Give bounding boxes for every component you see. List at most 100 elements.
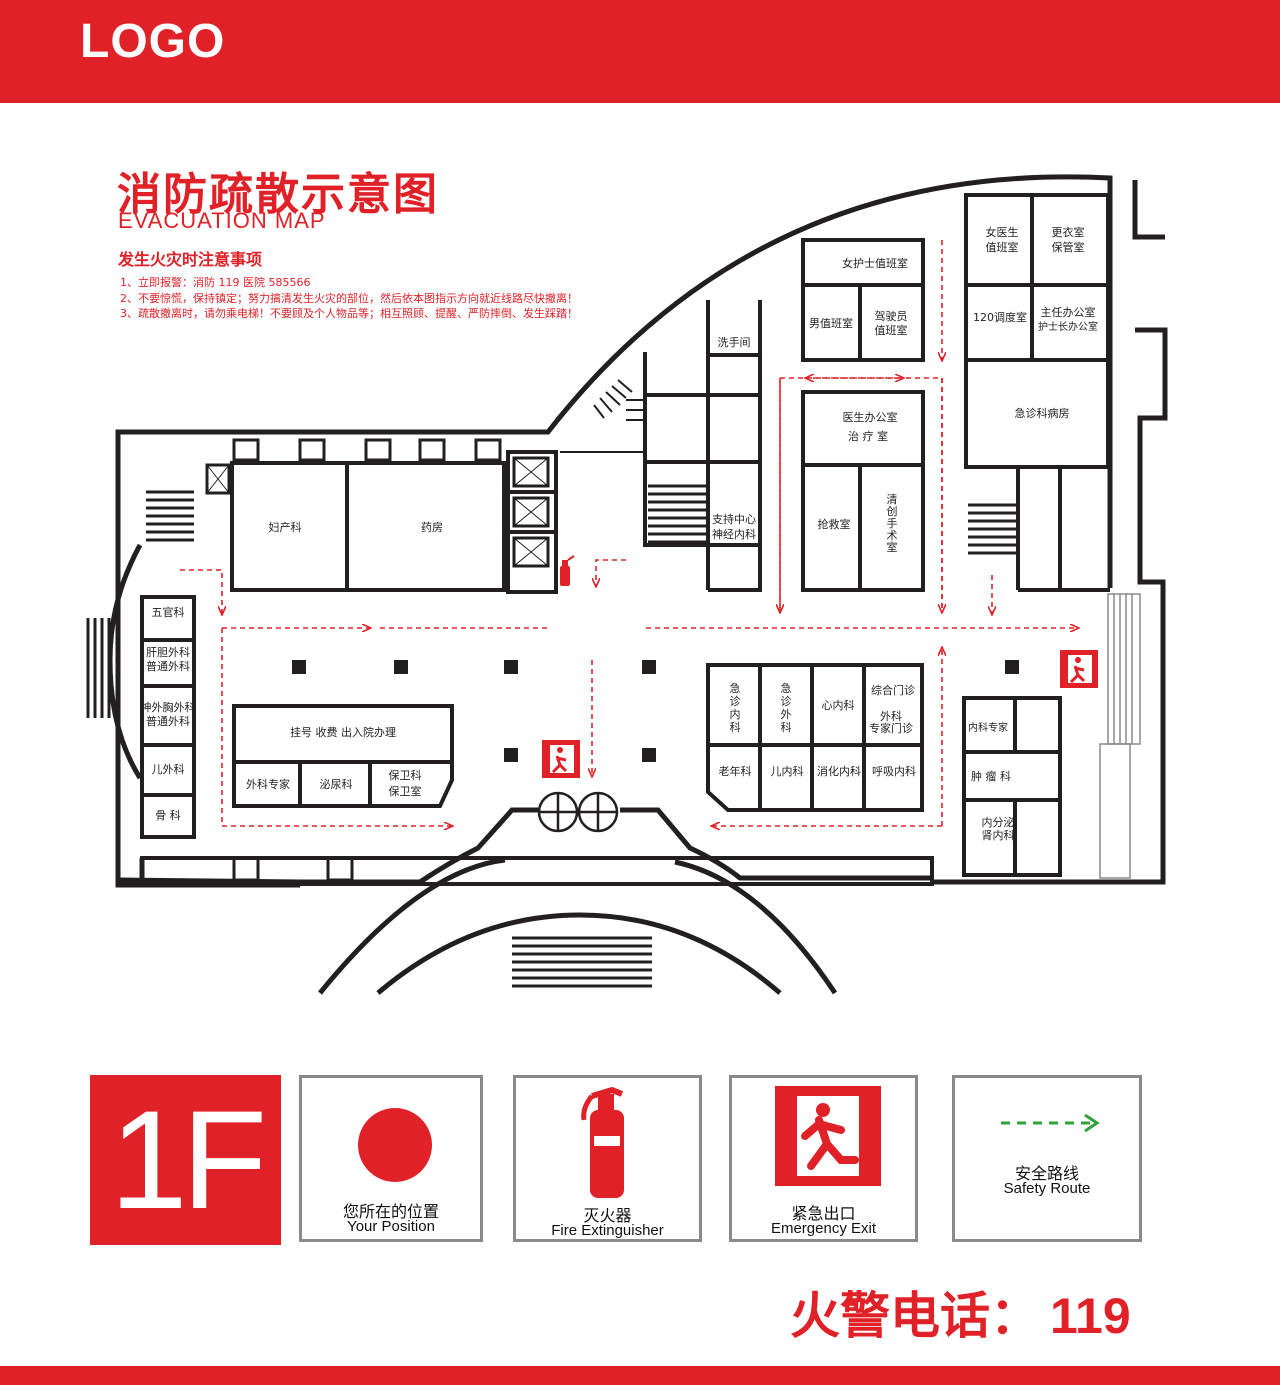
room-label: 急: [730, 681, 741, 695]
room-label: 外科专家: [246, 777, 290, 791]
legend-label-en: Fire Extinguisher: [551, 1222, 664, 1239]
room-label: 肾内科: [982, 828, 1015, 842]
fire-alarm-label: 火警电话：: [790, 1287, 1040, 1345]
map-title: 消防疏散示意图: [117, 169, 439, 220]
room-label: 综合门诊: [871, 683, 915, 697]
legend-label: 您所在的位置: [342, 1202, 439, 1221]
room-label: 支持中心: [712, 512, 756, 526]
room-label: 手: [887, 516, 898, 530]
room-label: 专家门诊: [869, 721, 913, 735]
room-label: 骨 科: [155, 808, 181, 822]
room-label: 室: [887, 540, 898, 554]
footer-bar: [0, 1366, 1280, 1385]
room-label: 急: [781, 681, 792, 695]
room-label: 值班室: [986, 240, 1019, 254]
room-label: 内: [730, 707, 741, 721]
room-label: 护士长办公室: [1038, 320, 1098, 333]
emergency-exit-icon: [542, 740, 580, 778]
room-label: 消化内科: [817, 764, 861, 778]
room-label: 诊: [781, 694, 792, 708]
room-label: 术: [887, 529, 898, 542]
room-label: 120调度室: [973, 310, 1027, 324]
fire-alarm-number: 119: [1050, 1288, 1131, 1344]
room-label: 女护士值班室: [842, 256, 908, 270]
legend-label-en: Emergency Exit: [770, 1220, 877, 1237]
ramp: [1099, 593, 1141, 879]
room-label: 更衣室: [1052, 225, 1085, 239]
room-label: 普通外科: [146, 659, 190, 673]
notice-line: 3、疏散撤离时，请勿乘电梯！不要顾及个人物品等；相互照顾、提醒、严防摔倒、发生踩…: [120, 307, 578, 320]
stairs: [146, 484, 1016, 555]
room-label: 科: [781, 720, 792, 734]
room-label: 抢救室: [818, 517, 851, 531]
legend-route: 安全路线 Safety Route: [952, 1075, 1142, 1242]
room-label: 洗手间: [718, 335, 751, 349]
room-label: 主任办公室: [1041, 305, 1096, 319]
room-label: 保卫室: [389, 784, 422, 798]
room-label: 神经内科: [712, 527, 756, 541]
room-label: 诊: [730, 694, 741, 708]
header-bar: LOGO: [0, 0, 1280, 103]
room-label: 男值班室: [809, 316, 853, 330]
room-label: 药房: [421, 521, 443, 534]
legend-label-en: Your Position: [347, 1218, 435, 1235]
room-label: 外: [781, 708, 792, 721]
legend-exit: 紧急出口 Emergency Exit: [729, 1075, 918, 1242]
legend-label-en: Safety Route: [1003, 1180, 1091, 1197]
room-label: 内分泌: [982, 815, 1015, 829]
room-label: 保卫科: [389, 768, 422, 782]
fire-alarm-phone: 火警电话：119: [790, 1276, 1131, 1348]
logo: LOGO: [80, 15, 226, 68]
room-label: 保管室: [1052, 240, 1085, 254]
outer-walls: [115, 174, 1168, 888]
columns: [292, 660, 1019, 762]
emergency-exit-icon: [1060, 650, 1098, 688]
room-label: 肿 瘤 科: [971, 769, 1011, 783]
room-label: 创: [887, 505, 898, 518]
map-subtitle: EVACUATION MAP: [118, 208, 326, 233]
room-walls: [140, 193, 1110, 886]
legend-extinguisher: 灭火器 Fire Extinguisher: [513, 1075, 702, 1242]
room-label: 老年科: [719, 764, 752, 778]
room-label: 外科: [880, 709, 902, 723]
legend-label: 安全路线: [1014, 1164, 1079, 1183]
room-label: 普通外科: [146, 714, 190, 728]
room-label: 医生办公室: [843, 410, 898, 424]
wall-niches: [205, 438, 550, 882]
room-label: 挂号 收费 出入院办理: [290, 725, 396, 739]
safety-routes: [180, 240, 1078, 826]
room-label: 妇产科: [269, 520, 302, 534]
room-label: 呼吸内科: [872, 764, 916, 778]
legend-label: 紧急出口: [791, 1204, 856, 1223]
room-label: 清: [887, 493, 898, 506]
fire-extinguisher-icon: [560, 555, 575, 586]
elevator-marks: [206, 457, 549, 567]
room-label: 内科专家: [968, 721, 1008, 734]
notice-line: 2、不要惊慌，保持镇定；努力搞清发生火灾的部位，然后依本图指示方向就近线路尽快撤…: [120, 292, 578, 305]
room-label: 泌尿科: [320, 777, 353, 791]
emergency-exit-icon: [775, 1086, 881, 1186]
legend-position: 您所在的位置 Your Position: [299, 1075, 483, 1242]
room-label: 女医生: [986, 225, 1019, 239]
room-label: 儿外科: [152, 762, 185, 776]
entrance-arcs: [107, 543, 838, 995]
room-label: 急诊科病房: [1015, 406, 1070, 420]
notice-line: 1、立即报警：消防 119 医院 585566: [120, 276, 311, 289]
red-dot-icon: [358, 1108, 432, 1182]
room-label: 神外胸外科: [141, 700, 196, 714]
diagonal-stairs: [560, 379, 645, 453]
room-label: 治 疗 室: [848, 429, 888, 443]
floor-indicator: 1F: [90, 1075, 281, 1245]
room-label: 五官科: [152, 605, 185, 619]
room-label: 科: [730, 720, 741, 734]
notice-heading: 发生火灾时注意事项: [118, 250, 263, 269]
floor-plan: 妇产科 药房 五官科 肝胆外科 普通外科 神外胸外科 普通外科 儿外科 骨 科 …: [86, 174, 1168, 995]
entrance-door: [537, 791, 619, 833]
legend-label: 灭火器: [583, 1206, 632, 1225]
room-label: 心内科: [822, 698, 855, 712]
fire-extinguisher-icon: [581, 1086, 624, 1198]
room-label: 值班室: [875, 323, 908, 337]
entrance-steps: [86, 618, 652, 988]
room-label: 肝胆外科: [146, 645, 190, 659]
room-label: 驾驶员: [875, 309, 908, 323]
